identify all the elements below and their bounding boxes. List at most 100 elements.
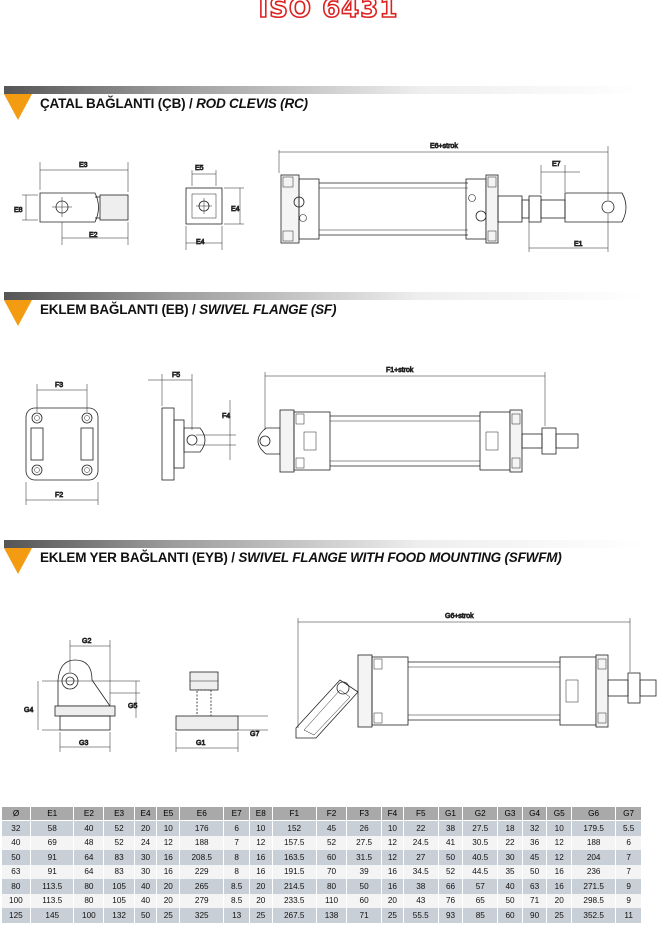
- table-cell: 233.5: [272, 893, 317, 908]
- table-cell: 16: [381, 864, 404, 879]
- dim-label-g3: G3: [79, 740, 88, 747]
- table-cell: 71: [522, 893, 548, 908]
- table-cell: 57: [462, 879, 499, 894]
- dim-label-g4: G4: [24, 707, 33, 714]
- table-cell: 5.5: [615, 820, 642, 836]
- table-cell: 25: [156, 908, 181, 923]
- col-header: E6: [179, 806, 225, 821]
- table-cell: 63: [1, 864, 32, 879]
- dim-label-f3: F3: [55, 382, 63, 389]
- dim-label-g5: G5: [128, 703, 137, 710]
- table-cell: 40: [1, 835, 32, 850]
- table-cell: 12: [249, 835, 273, 850]
- dim-label-g7: G7: [250, 731, 259, 738]
- table-cell: 229: [179, 864, 225, 879]
- table-cell: 325: [179, 908, 225, 923]
- technical-drawings: E3 E2 E8 E5 E4 E4: [14, 143, 657, 752]
- col-header: E4: [133, 806, 158, 821]
- table-cell: 16: [156, 864, 181, 879]
- table-cell: 45: [316, 820, 348, 836]
- table-cell: 11: [615, 908, 642, 923]
- table-cell: 20: [249, 893, 273, 908]
- table-cell: 22: [497, 835, 523, 850]
- table-cell: 132: [103, 908, 135, 923]
- table-cell: 352.5: [571, 908, 617, 923]
- section-title-en: SWIVEL FLANGE WITH FOOD MOUNTING (SFWFM): [238, 550, 562, 565]
- table-cell: 100: [73, 908, 105, 923]
- table-cell: 27.5: [462, 820, 499, 836]
- table-cell: 30: [134, 864, 158, 879]
- table-cell: 12: [381, 850, 404, 865]
- table-cell: 16: [546, 864, 572, 879]
- col-header: E8: [248, 806, 273, 821]
- col-header: F1: [271, 806, 317, 821]
- table-cell: 30: [497, 850, 523, 865]
- table-cell: 10: [381, 820, 404, 836]
- table-cell: 18: [497, 820, 523, 836]
- table-cell: 10: [156, 820, 181, 836]
- table-cell: 204: [571, 850, 617, 865]
- table-cell: 50: [522, 864, 548, 879]
- table-cell: 188: [571, 835, 617, 850]
- table-cell: 40: [497, 879, 523, 894]
- table-cell: 265: [179, 879, 225, 894]
- table-cell: 25: [546, 908, 572, 923]
- table-cell: 20: [134, 820, 158, 836]
- table-cell: 32: [1, 820, 32, 836]
- table-cell: 64: [73, 850, 105, 865]
- table-cell: 279: [179, 893, 225, 908]
- table-cell: 63: [522, 879, 548, 894]
- section-title-en: SWIVEL FLANGE (SF): [199, 302, 337, 317]
- table-cell: 10: [546, 820, 572, 836]
- dim-label-e4-side: E4: [231, 206, 240, 213]
- table-cell: 52: [103, 820, 135, 836]
- table-cell: 38: [403, 879, 439, 894]
- col-header: F5: [402, 806, 439, 821]
- table-cell: 12: [381, 835, 404, 850]
- table-cell: 16: [249, 850, 273, 865]
- dim-label-e3: E3: [79, 162, 88, 169]
- table-cell: 40.5: [462, 850, 499, 865]
- table-cell: 145: [30, 908, 75, 923]
- table-cell: 113.5: [30, 893, 75, 908]
- dim-label-e8: E8: [14, 207, 23, 214]
- section-title: EKLEM BAĞLANTI (EB) / SWIVEL FLANGE (SF): [40, 302, 337, 317]
- col-header: F3: [346, 806, 383, 821]
- table-cell: 52: [438, 864, 464, 879]
- triangle-marker-icon: [4, 300, 32, 326]
- table-cell: 20: [546, 893, 572, 908]
- header-bar: [4, 292, 644, 300]
- foot-mounting-front-view: [175, 671, 268, 752]
- table-cell: 16: [546, 879, 572, 894]
- table-cell: 80: [73, 893, 105, 908]
- dim-label-f4: F4: [222, 413, 230, 420]
- table-cell: 6: [615, 835, 642, 850]
- dim-label-g6: G6+strok: [445, 613, 474, 620]
- col-header: G4: [521, 806, 548, 821]
- table-cell: 50: [1, 850, 32, 865]
- col-header: E3: [103, 806, 135, 821]
- table-cell: 7: [615, 864, 642, 879]
- table-cell: 214.5: [272, 879, 317, 894]
- dim-label-e7: E7: [552, 161, 561, 168]
- table-cell: 76: [438, 893, 464, 908]
- section-title-tr: ÇATAL BAĞLANTI (ÇB): [40, 96, 186, 111]
- table-cell: 55.5: [403, 908, 439, 923]
- col-header: G6: [570, 806, 617, 821]
- table-cell: 48: [73, 835, 105, 850]
- dim-label-g2: G2: [82, 638, 91, 645]
- table-cell: 93: [438, 908, 464, 923]
- table-cell: 30: [134, 850, 158, 865]
- table-cell: 12: [546, 835, 572, 850]
- table-cell: 22: [403, 820, 439, 836]
- dim-label-f1: F1+strok: [386, 367, 414, 374]
- table-cell: 113.5: [30, 879, 75, 894]
- table-cell: 7: [615, 850, 642, 865]
- table-cell: 34.5: [403, 864, 439, 879]
